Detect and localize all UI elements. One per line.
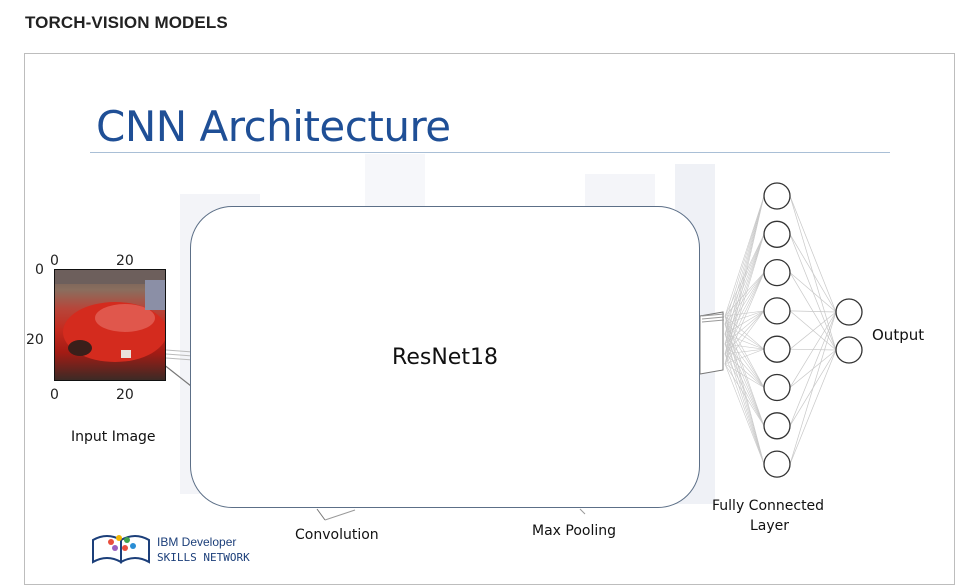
fc-connection-line: [789, 272, 837, 313]
fc-connection-line: [724, 234, 765, 335]
fc-connection-line: [724, 195, 765, 317]
fc-connection-line: [724, 272, 765, 345]
fc-connection-line: [724, 333, 765, 465]
fc-connection-line: [724, 272, 765, 355]
fc-connection-line: [789, 311, 837, 388]
fc-connection-line: [724, 234, 765, 345]
fc-connection-line: [789, 311, 837, 426]
fc-connection-line: [724, 323, 765, 465]
fc-connection-line: [724, 310, 765, 335]
fc-connection-line: [724, 310, 765, 345]
hidden-neuron: [763, 297, 791, 325]
logo-text-line2: SKILLS NETWORK: [157, 551, 250, 564]
fc-connection-line: [724, 348, 765, 365]
car-image: [55, 270, 165, 362]
title-divider: [90, 152, 890, 153]
fc-connection-line: [724, 234, 765, 365]
fc-connection-line: [724, 195, 765, 365]
fc-connection-line: [789, 310, 837, 313]
logo-text-line1: IBM Developer: [157, 535, 237, 549]
fc-connection-line: [724, 353, 765, 465]
input-x-top-tick: 0: [50, 253, 59, 269]
ibm-skills-network-book-icon: [92, 535, 150, 564]
hidden-neuron: [763, 182, 791, 210]
fc-connection-line: [724, 310, 765, 325]
max-pooling-label: Max Pooling: [532, 523, 617, 539]
input-image: [54, 269, 166, 381]
fc-connection-line: [724, 343, 765, 465]
fc-connection-line: [724, 343, 765, 426]
input-x-bottom-tick: 20: [116, 387, 134, 403]
fc-connection-line: [724, 353, 765, 388]
fc-layer-label-line2: Layer: [750, 518, 790, 534]
input-x-bottom-tick: 0: [50, 387, 59, 403]
input-y-tick: 0: [35, 262, 44, 278]
fc-connection-line: [724, 195, 765, 335]
hidden-neuron: [763, 335, 791, 363]
fc-connection-line: [724, 343, 765, 388]
output-label: Output: [872, 326, 925, 344]
output-neuron: [835, 298, 863, 326]
fc-connection-line: [724, 195, 765, 325]
output-neuron: [835, 336, 863, 364]
input-connector-lines: [162, 311, 725, 521]
input-x-top-tick: 20: [116, 253, 134, 269]
fc-connection-line: [789, 234, 837, 313]
fully-connected-network: [724, 182, 863, 478]
fc-connection-line: [789, 311, 837, 350]
resnet-label: ResNet18: [392, 345, 498, 370]
fc-connection-line: [724, 272, 765, 365]
fc-layer-label-line1: Fully Connected: [712, 498, 825, 514]
hidden-neuron: [763, 412, 791, 440]
fc-connection-line: [789, 195, 837, 313]
fc-connection-line: [724, 310, 765, 355]
hidden-neuron: [763, 450, 791, 478]
fc-connection-line: [724, 363, 765, 426]
hidden-neuron: [763, 258, 791, 287]
resnet-block: ResNet18: [190, 206, 700, 508]
hidden-neuron: [763, 373, 791, 402]
input-image-label: Input Image: [71, 429, 156, 445]
fc-connection-line: [724, 363, 765, 465]
fc-connection-line: [724, 343, 765, 350]
fc-connection-line: [724, 234, 765, 355]
convolution-label: Convolution: [295, 527, 379, 543]
slide-frame: CNN Architecture 0 20 0 20: [24, 53, 955, 585]
fc-connection-line: [724, 195, 765, 355]
slide-title: CNN Architecture: [96, 102, 451, 151]
page-header: TORCH-VISION MODELS: [25, 13, 228, 32]
fc-connection-line: [724, 348, 765, 355]
input-y-tick: 20: [26, 332, 44, 348]
fc-connection-line: [724, 353, 765, 426]
fc-connection-line: [724, 272, 765, 335]
fc-connection-line: [789, 349, 837, 465]
fc-connection-line: [724, 310, 765, 365]
fc-connection-line: [724, 195, 765, 345]
fc-connection-line: [789, 311, 837, 465]
hidden-neuron: [763, 220, 791, 248]
fc-connection-line: [724, 363, 765, 388]
